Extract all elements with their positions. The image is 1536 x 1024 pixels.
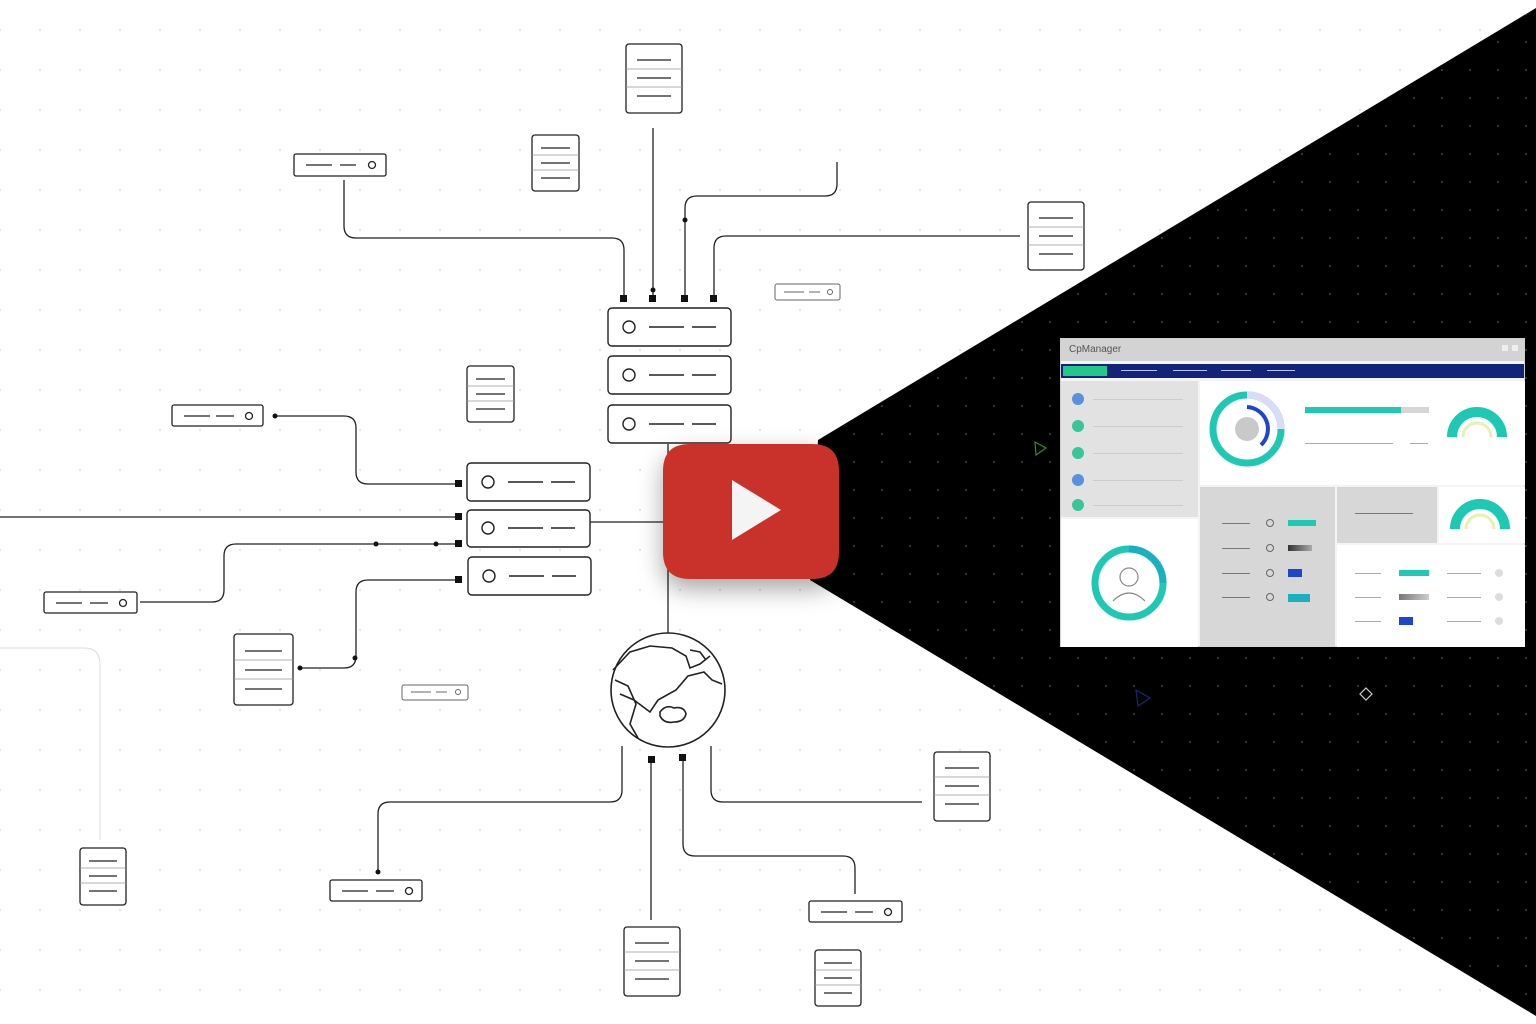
check-icon: [1072, 420, 1084, 432]
dashboard-navbar: [1061, 364, 1524, 378]
document-icon: [814, 949, 862, 1007]
server-rack-top: [607, 307, 732, 444]
play-triangle-icon[interactable]: [732, 480, 781, 540]
dashboard-title: CpManager: [1069, 344, 1122, 355]
youtube-play-button[interactable]: [663, 444, 839, 579]
device-box: [329, 879, 423, 902]
half-gauge: [1450, 499, 1510, 530]
document-icon: [466, 365, 515, 423]
half-gauge: [1447, 407, 1507, 438]
device-boxes-faint: [401, 283, 841, 701]
overview-panel: [1200, 381, 1525, 485]
dashboard-titlebar: CpManager: [1061, 339, 1524, 361]
document-icon: [531, 134, 580, 192]
document-icon: [79, 847, 127, 906]
profile-panel: [1061, 519, 1198, 647]
document-icon: [623, 926, 681, 997]
device-box: [774, 283, 841, 301]
metrics-panel: [1200, 487, 1335, 647]
document-icon: [625, 43, 683, 114]
document-icon: [1027, 201, 1085, 271]
task-list-panel: [1061, 381, 1198, 517]
beam-decorations: [1034, 440, 1373, 708]
document-icon: [933, 751, 991, 822]
check-icon: [1072, 499, 1084, 511]
connector-nodes: [272, 217, 717, 875]
device-boxes: [43, 153, 903, 923]
device-box: [401, 684, 469, 701]
window-controls[interactable]: [1502, 345, 1518, 351]
device-box: [43, 591, 138, 614]
status-dot-icon: [1072, 393, 1084, 405]
connector-lines: [0, 128, 1020, 920]
avatar: [1091, 545, 1167, 621]
server-rack-middle: [466, 462, 592, 596]
status-dot-icon: [1072, 474, 1084, 486]
donut-chart: [1209, 391, 1285, 467]
check-icon: [1072, 447, 1084, 459]
device-box: [808, 900, 903, 923]
device-box: [171, 404, 264, 427]
gauge-panel: [1439, 487, 1525, 543]
globe-icon: [610, 632, 726, 748]
dashboard-window: CpManager: [1060, 338, 1525, 647]
device-box: [293, 153, 387, 177]
nav-primary-button[interactable]: [1063, 366, 1107, 376]
summary-panel: [1337, 487, 1437, 543]
document-icon: [233, 633, 294, 706]
document-icons: [79, 43, 1085, 1007]
details-panel: [1337, 545, 1525, 647]
guide-line: [0, 647, 101, 840]
